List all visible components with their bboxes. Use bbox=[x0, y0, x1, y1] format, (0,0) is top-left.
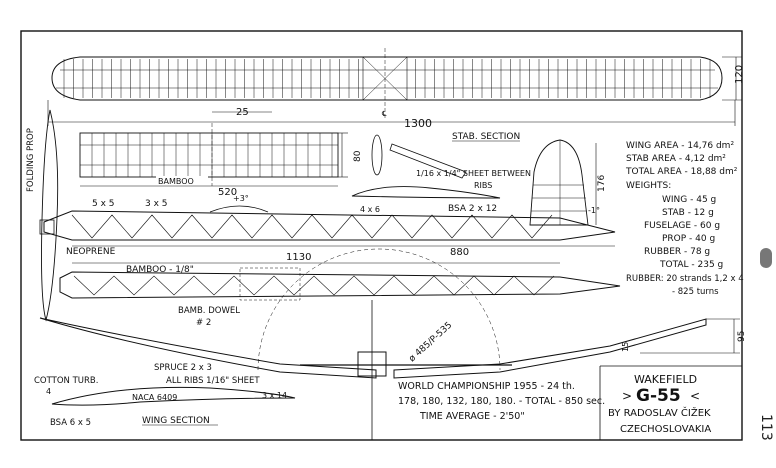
dihedral-height-label: 95 bbox=[737, 331, 747, 342]
stab-section-title: STAB. SECTION bbox=[452, 132, 520, 142]
motor-length-label: 1130 bbox=[286, 252, 311, 263]
all-ribs-label: ALL RIBS 1/16" SHEET bbox=[166, 376, 260, 386]
weights-heading: WEIGHTS: bbox=[626, 181, 671, 191]
title-right-arrow: < bbox=[690, 389, 700, 403]
prop-diameter-label: ø 485/P-535 bbox=[407, 321, 454, 365]
wing-area-text: WING AREA - 14,76 dm² bbox=[626, 141, 734, 151]
fuselage-side-view bbox=[39, 205, 616, 241]
three-x-five-label: 3 x 5 bbox=[145, 199, 168, 209]
championship-line-1: WORLD CHAMPIONSHIP 1955 - 24 th. bbox=[398, 381, 575, 392]
stab-span-label: 520 bbox=[218, 187, 237, 198]
plus-three-deg-label: +3° bbox=[233, 194, 249, 203]
stab-section-strip bbox=[389, 143, 467, 179]
prop-arc bbox=[257, 248, 501, 371]
title-left-arrow: > bbox=[622, 389, 632, 403]
folding-prop-blade bbox=[41, 109, 59, 322]
stab-area-text: STAB AREA - 4,12 dm² bbox=[626, 154, 726, 164]
title-block: WAKEFIELD G-55 > < BY RADOSLAV ČIŽEK CZE… bbox=[599, 365, 742, 440]
stabilizer-plan-view bbox=[79, 132, 339, 178]
championship-block: WORLD CHAMPIONSHIP 1955 - 24 th. 178, 18… bbox=[398, 381, 605, 422]
rubber-weight-text: RUBBER - 78 g bbox=[644, 247, 710, 257]
bamboo-one-eighth-label: BAMBOO - 1/8" bbox=[126, 265, 194, 275]
bsa-2x12-label: BSA 2 x 12 bbox=[448, 204, 497, 214]
author-label: BY RADOSLAV ČIŽEK bbox=[608, 406, 711, 419]
fuselage-weight-text: FUSELAGE - 60 g bbox=[644, 221, 720, 231]
wing-front-view bbox=[39, 300, 707, 440]
naca-label: NACA 6409 bbox=[132, 393, 177, 402]
tip-rise-label: 15 bbox=[621, 342, 630, 352]
stab-airfoil bbox=[351, 186, 501, 199]
stab-chord-dimension bbox=[338, 132, 348, 178]
fin-side-view bbox=[529, 139, 589, 226]
stab-chord-label: 80 bbox=[353, 150, 363, 162]
three-x-fourteen-label: 3 x 14 bbox=[262, 391, 287, 400]
wing-chord-label: 120 bbox=[734, 65, 745, 84]
class-label: WAKEFIELD bbox=[634, 373, 697, 386]
total-weight-text: TOTAL - 235 g bbox=[659, 260, 723, 270]
fuselage-length-label: 880 bbox=[450, 247, 469, 258]
wing-weight-text: WING - 45 g bbox=[662, 195, 716, 205]
rib-spacing-label: 25 bbox=[236, 107, 249, 118]
wing-ribs bbox=[63, 59, 711, 98]
folding-prop-label: FOLDING PROP bbox=[26, 128, 36, 192]
minus-one-deg-label: -1° bbox=[588, 206, 600, 215]
dowel-number-label: # 2 bbox=[196, 318, 211, 328]
prop-weight-text: PROP - 40 g bbox=[662, 234, 715, 244]
country-label: CZECHOSLOVAKIA bbox=[620, 424, 711, 435]
stab-weight-text: STAB - 12 g bbox=[662, 208, 714, 218]
page-tab bbox=[760, 248, 772, 268]
rubber-spec-line-2: - 825 turns bbox=[672, 287, 719, 297]
championship-line-2: 178, 180, 132, 180, 180. - TOTAL - 850 s… bbox=[398, 396, 605, 407]
span-dimension bbox=[47, 100, 736, 126]
centerline-mark: ℄ bbox=[382, 110, 387, 118]
sheet-between-ribs-label-1: 1/16 x 1/4" SHEET BETWEEN bbox=[416, 169, 531, 178]
wing-chord-dimension bbox=[722, 56, 742, 101]
fuselage-top-view bbox=[59, 267, 621, 301]
drawing-border bbox=[20, 30, 743, 441]
spruce-label: SPRUCE 2 x 3 bbox=[154, 363, 212, 373]
five-x-five-label: 5 x 5 bbox=[92, 199, 115, 209]
cotton-turb-label: COTTON TURB. bbox=[34, 376, 98, 386]
le-offset-label: 4 bbox=[46, 387, 51, 396]
sheet-number: 113 bbox=[758, 414, 774, 441]
model-name: G-55 bbox=[636, 386, 681, 406]
sheet-between-ribs-label-2: RIBS bbox=[474, 181, 492, 190]
fin-height-label: 176 bbox=[597, 175, 607, 192]
wing-span-label: 1300 bbox=[404, 117, 432, 130]
bamboo-label: BAMBOO bbox=[158, 177, 194, 186]
dihedral-dimension bbox=[640, 318, 740, 354]
four-x-six-label: 4 x 6 bbox=[360, 205, 380, 214]
rubber-spec-line-1: RUBBER: 20 strands 1,2 x 4 bbox=[626, 274, 744, 284]
bamb-dowel-label: BAMB. DOWEL bbox=[178, 306, 240, 316]
specs-block: WING AREA - 14,76 dm² STAB AREA - 4,12 d… bbox=[625, 141, 744, 297]
stab-rib-outline bbox=[371, 134, 383, 176]
total-area-text: TOTAL AREA - 18,88 dm² bbox=[625, 167, 738, 177]
bsa-6x5-label: BSA 6 x 5 bbox=[50, 418, 91, 428]
championship-line-3: TIME AVERAGE - 2'50" bbox=[419, 411, 525, 422]
neoprene-label: NEOPRENE bbox=[66, 247, 116, 257]
wing-plan-view bbox=[51, 56, 723, 101]
wing-airfoil bbox=[51, 386, 296, 406]
wing-section-title: WING SECTION bbox=[142, 416, 210, 426]
